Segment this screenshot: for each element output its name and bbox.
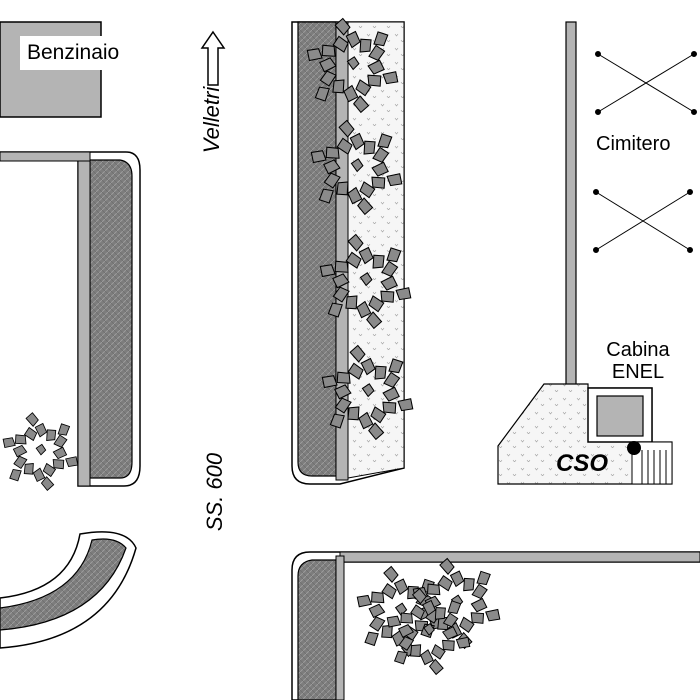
enel-cabin-roof — [596, 395, 644, 437]
velletri-direction-label: Velletri — [199, 86, 224, 154]
left-sidewalk — [89, 159, 133, 479]
lower-right-curb — [339, 551, 700, 563]
cso-label: CSO — [556, 450, 609, 477]
road-name-label: SS. 600 — [202, 452, 227, 532]
tree-icon — [1, 412, 80, 492]
crossed-lines-icon — [593, 189, 693, 253]
cabina-enel-label: Cabina ENEL — [598, 339, 678, 384]
benzinaio-label-box — [20, 36, 138, 70]
lower-right-sidewalk — [297, 559, 337, 700]
left-curb-top — [0, 151, 91, 162]
left-curb — [77, 159, 91, 487]
median-sidewalk — [297, 21, 337, 477]
north-arrow-icon — [200, 30, 226, 86]
cabina-label-line1: Cabina — [606, 339, 670, 361]
lower-right-curb-vertical — [335, 555, 345, 700]
lower-right-block-outline — [291, 551, 700, 700]
cemetery-wall — [565, 21, 577, 387]
left-lower-curve-sidewalk — [0, 538, 127, 631]
stairs — [631, 441, 673, 485]
cabina-label-line2: ENEL — [611, 361, 665, 384]
dot-marker-icon — [627, 441, 641, 455]
cimitero-label: Cimitero — [596, 133, 671, 155]
benzinaio-label: Benzinaio — [27, 41, 120, 64]
crossed-lines-icon — [595, 51, 697, 115]
